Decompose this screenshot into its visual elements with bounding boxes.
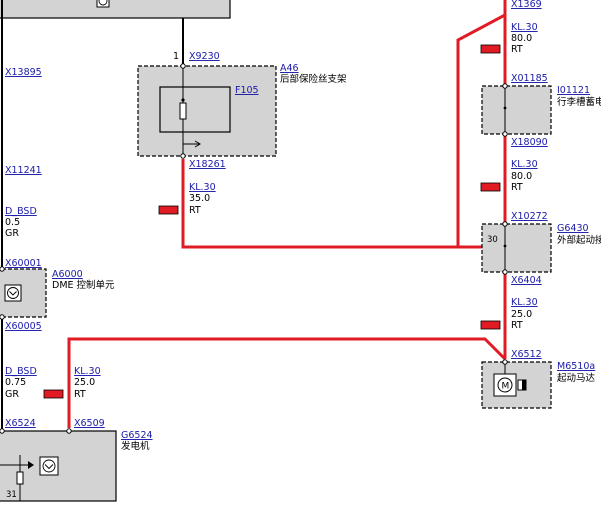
component-id[interactable]: M6510a (557, 361, 595, 372)
gauge-label: 35.0 (189, 193, 210, 204)
color-code-label: RT (189, 205, 201, 216)
pin-number: 1 (173, 51, 179, 62)
battery-box (481, 85, 552, 135)
pin-label: 30 (487, 235, 498, 245)
pin-dot (180, 153, 186, 159)
top-left-module[interactable] (0, 0, 231, 19)
color-code-label: RT (511, 182, 523, 193)
component-name: DME 控制单元 (52, 279, 115, 291)
steering-icon (96, 0, 110, 8)
wire-color-marker (480, 320, 501, 330)
connector-label[interactable]: X18261 (189, 159, 226, 170)
connector-label[interactable]: X10272 (511, 211, 548, 222)
gauge-label: 0.5 (5, 217, 20, 228)
color-code-label: RT (511, 44, 523, 55)
connector-label[interactable]: X6404 (511, 275, 542, 286)
gauge-label: 80.0 (511, 171, 532, 182)
connector-label[interactable]: X01185 (511, 73, 548, 84)
signal-label[interactable]: D_BSD (5, 206, 37, 217)
dme-module[interactable] (0, 268, 47, 318)
wire-color-marker (480, 182, 501, 192)
pin-dot (180, 63, 186, 69)
gauge-label: 25.0 (511, 309, 532, 320)
component-id[interactable]: I01121 (557, 85, 590, 96)
red-wire-generator (67, 337, 507, 428)
pin-dot (502, 269, 508, 275)
pin-dot (502, 131, 508, 137)
jump-start-box (481, 223, 552, 273)
color-code-label: RT (74, 389, 86, 400)
connector-label[interactable]: X13895 (5, 67, 42, 78)
component-name: 发电机 (121, 440, 150, 452)
connector-label[interactable]: X60005 (5, 321, 42, 332)
pin-dot (502, 221, 508, 227)
pin-dot (66, 428, 72, 434)
connector-label[interactable]: X18090 (511, 137, 548, 148)
signal-label[interactable]: D_BSD (5, 366, 37, 377)
red-wire-fuse (181, 159, 505, 249)
color-code-label: GR (5, 228, 19, 239)
svg-text:M: M (502, 382, 510, 392)
starter-module[interactable]: M (481, 361, 552, 409)
gauge-label: 25.0 (74, 377, 95, 388)
steering-icon (39, 456, 59, 476)
gauge-label: 80.0 (511, 33, 532, 44)
red-wire-top-right (456, 0, 507, 247)
color-code-label: RT (511, 320, 523, 331)
battery-module[interactable] (481, 85, 552, 135)
pin-dot (502, 83, 508, 89)
pin-dot (0, 266, 5, 272)
connector-label[interactable]: X6512 (511, 349, 542, 360)
component-id[interactable]: A46 (280, 63, 299, 74)
pin-dot (502, 359, 508, 365)
connector-label[interactable]: X6509 (74, 418, 105, 429)
color-code-label: GR (5, 389, 19, 400)
wire-color-marker (480, 44, 501, 54)
wire-color-marker (43, 389, 64, 399)
generator-module[interactable] (0, 430, 117, 502)
steering-icon (4, 284, 22, 302)
pin-dot (0, 428, 5, 434)
component-id[interactable]: G6524 (121, 430, 153, 441)
wire-color-marker (158, 205, 179, 215)
pin-dot (0, 314, 5, 320)
connector-label[interactable]: X60001 (5, 258, 42, 269)
connector-label[interactable]: X11241 (5, 165, 42, 176)
arrow-right-icon (183, 140, 201, 148)
component-name: 起动马达 (557, 372, 596, 384)
component-name: 外部起动接 (557, 234, 601, 246)
terminal-label[interactable]: KL.30 (511, 297, 538, 308)
gauge-label: 0.75 (5, 377, 26, 388)
component-name: 后部保险丝支架 (280, 73, 347, 85)
component-id[interactable]: A6000 (52, 269, 83, 280)
connector-label[interactable]: X9230 (189, 51, 220, 62)
red-wires (67, 0, 507, 428)
terminal-label[interactable]: KL.30 (511, 159, 538, 170)
terminal-label[interactable]: KL.30 (74, 366, 101, 377)
motor-icon: M (493, 373, 527, 397)
fuse-carrier-box (137, 65, 277, 157)
top-left-module-box (0, 0, 231, 19)
pin-label: 31 (6, 490, 17, 500)
fuse-id[interactable]: F105 (235, 85, 259, 96)
jump-start-module[interactable] (481, 223, 552, 273)
fuse-icon (179, 102, 187, 120)
component-name: 行李槽蓄电 (557, 96, 601, 108)
terminal-label[interactable]: KL.30 (511, 22, 538, 33)
terminal-label[interactable]: KL.30 (189, 182, 216, 193)
fuse-inner-box (159, 86, 231, 133)
fuse-carrier-module[interactable] (137, 65, 277, 157)
component-id[interactable]: G6430 (557, 223, 589, 234)
connector-label[interactable]: X6524 (5, 418, 36, 429)
connector-label[interactable]: X1369 (511, 0, 542, 10)
